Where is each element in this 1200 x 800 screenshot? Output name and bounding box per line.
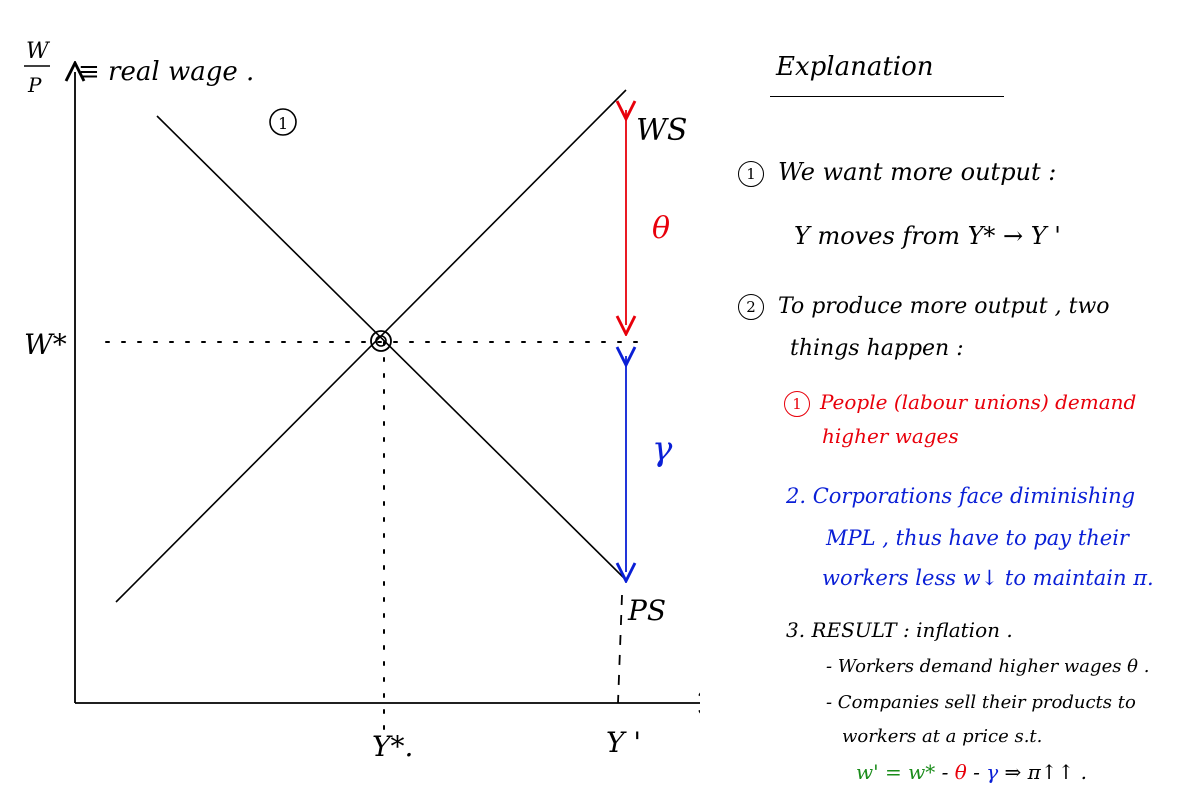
- eq-gamma: γ: [986, 760, 999, 784]
- step-marker-label: 1: [278, 114, 288, 133]
- step2-line: 2 To produce more output , two: [738, 294, 1110, 320]
- step1-line: 1 We want more output :: [738, 158, 1056, 187]
- y-axis-label-num: W: [26, 39, 51, 64]
- step2-number: 2: [738, 294, 764, 320]
- eq-minus-1: -: [935, 760, 955, 784]
- ps-curve: [156, 115, 627, 581]
- equation-line: w' = w* - θ - γ ⇒ π↑↑ .: [856, 760, 1087, 784]
- eq-w-prime: w' = w*: [856, 760, 936, 784]
- step2-text-b: things happen :: [790, 336, 964, 361]
- equilibrium-point-inner: [375, 335, 387, 347]
- point3-head: 3. RESULT : inflation .: [786, 618, 1013, 642]
- eq-minus-2: -: [966, 760, 987, 784]
- point1-text-b: higher wages: [822, 424, 959, 448]
- point1-number: 1: [784, 390, 810, 417]
- bullet-c: workers at a price s.t.: [842, 726, 1043, 747]
- y-star-label: Y*.: [372, 730, 413, 763]
- eq-result: ⇒ π↑↑ .: [998, 760, 1088, 784]
- step2-text-a: To produce more output , two: [778, 294, 1110, 319]
- eq-theta: θ: [954, 760, 967, 784]
- point1-line: 1 People (labour unions) demand: [784, 390, 1136, 417]
- step1-sub: Y moves from Y* → Y ': [794, 222, 1061, 250]
- point1-text-a: People (labour unions) demand: [820, 390, 1137, 414]
- point2-text-c: workers less w↓ to maintain π.: [822, 566, 1154, 590]
- equilibrium-point-outer: [370, 330, 392, 352]
- diagram-canvas: W P ≡ real wage . 1 θ γ WS PS W* Y*. Y '…: [24, 39, 700, 763]
- step1-number: 1: [738, 160, 764, 187]
- point2-text-a: 2. Corporations face diminishing: [786, 484, 1136, 508]
- bullet-a: - Workers demand higher wages θ .: [826, 656, 1150, 677]
- ws-label: WS: [636, 113, 687, 148]
- ws-curve: [115, 89, 627, 603]
- step-marker-circle: [269, 108, 297, 136]
- y-prime-guide: [617, 594, 623, 704]
- bullet-b: - Companies sell their products to: [826, 692, 1136, 713]
- gamma-label: γ: [652, 429, 673, 469]
- y-axis-caption: ≡ real wage .: [78, 57, 254, 87]
- theta-label: θ: [652, 211, 670, 246]
- y-axis-label-den: P: [27, 73, 42, 97]
- ps-label: PS: [627, 594, 666, 627]
- point2-text-b: MPL , thus have to pay their: [826, 526, 1129, 550]
- explanation-title: Explanation: [776, 52, 934, 82]
- explanation-title-underline: [770, 96, 1004, 97]
- w-star-label: W*: [24, 328, 67, 361]
- y-prime-label: Y ': [606, 726, 641, 759]
- step1-text: We want more output :: [778, 158, 1057, 186]
